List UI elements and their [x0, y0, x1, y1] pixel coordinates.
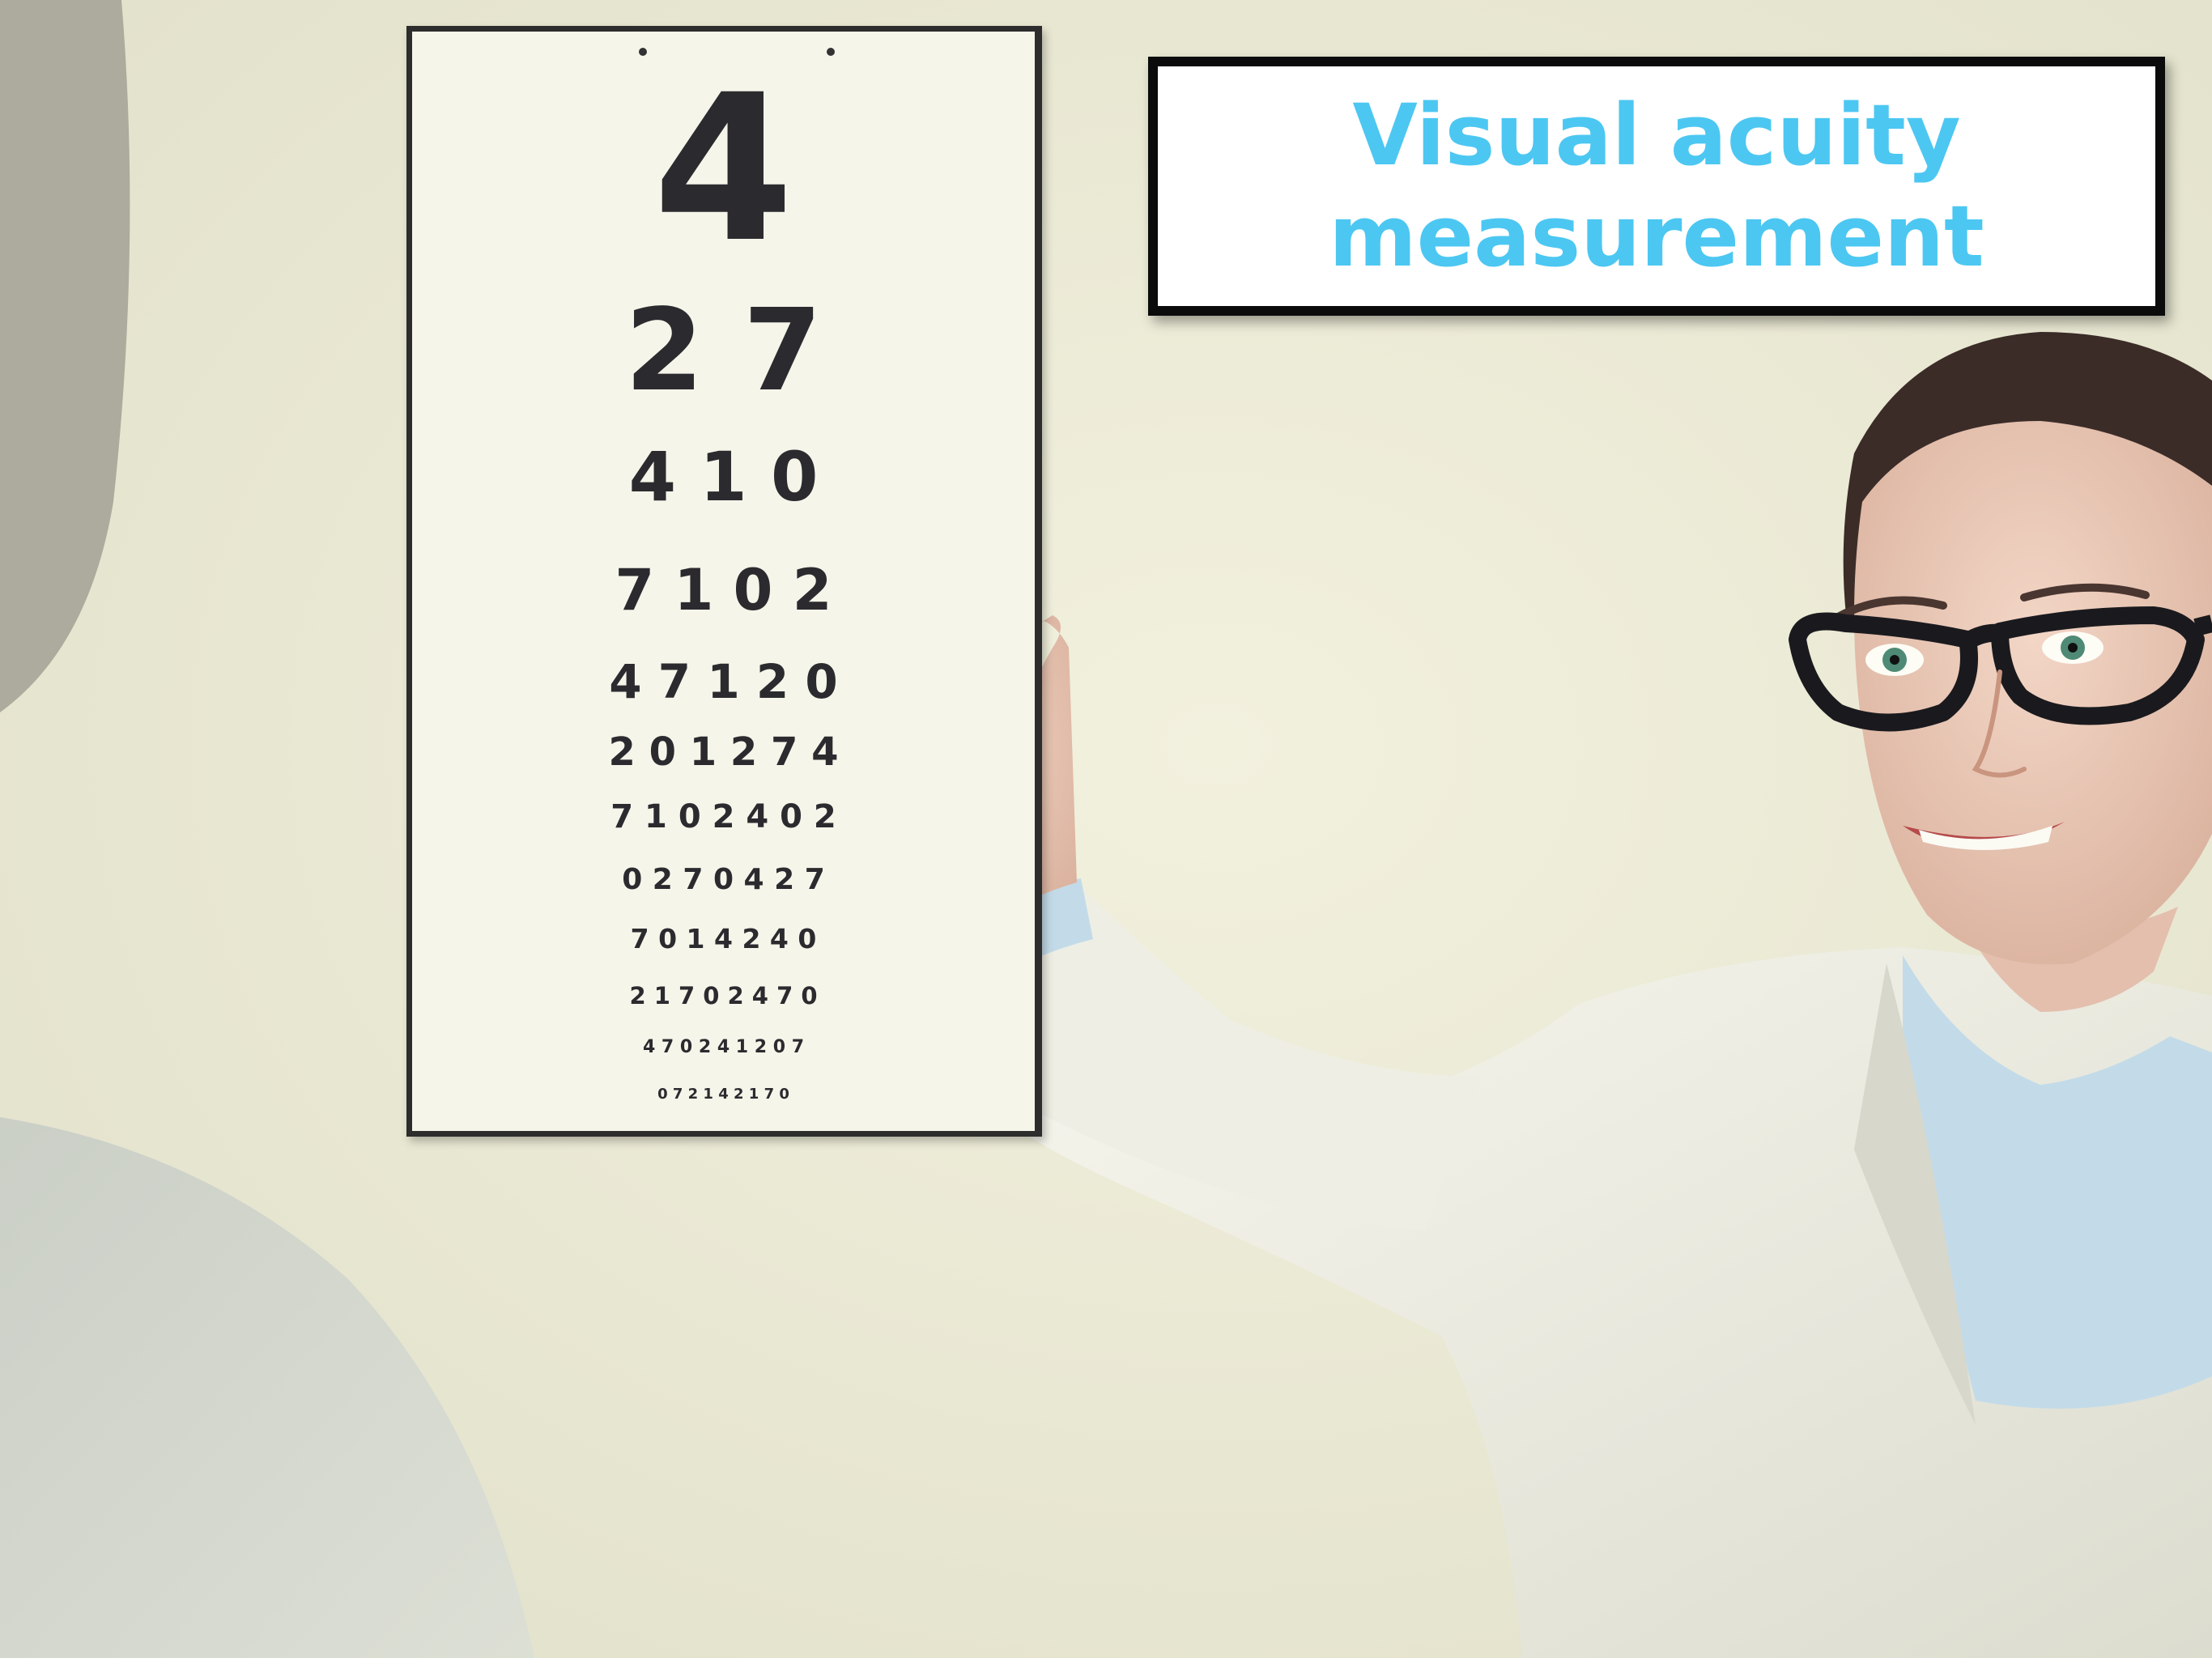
chart-row-6: 2 0 1 2 7 4 — [608, 729, 839, 775]
coat-sleeve — [951, 882, 1482, 1231]
title-line-2: measurement — [1329, 187, 1984, 286]
chart-row-5: 4 7 1 2 0 — [609, 654, 838, 709]
chart-row-12: 0 7 2 1 4 2 1 7 0 — [657, 1086, 789, 1103]
chart-row-9: 7 0 1 4 2 4 0 — [630, 923, 817, 954]
eye-chart: 4 2 7 4 1 0 7 1 0 2 4 7 1 2 0 2 0 1 2 7 … — [406, 26, 1042, 1137]
chart-row-1: 4 — [653, 51, 794, 287]
chart-row-3: 4 1 0 — [628, 437, 819, 517]
chart-row-2: 2 7 — [624, 285, 823, 417]
nose — [1972, 670, 2027, 778]
title-line-1: Visual acuity — [1352, 86, 1961, 185]
chart-row-7: 7 1 0 2 4 0 2 — [610, 798, 836, 835]
left-eyebrow — [1834, 596, 1947, 621]
right-eyebrow — [2020, 583, 2150, 602]
shirt — [1903, 955, 2212, 1409]
chart-row-4: 7 1 0 2 — [615, 557, 832, 623]
chart-row-10: 2 1 7 0 2 4 7 0 — [629, 982, 818, 1010]
glasses — [1789, 606, 2212, 732]
face — [1854, 421, 2212, 965]
title-box: Visual acuity measurement — [1148, 57, 2165, 316]
patient-silhouette — [0, 0, 534, 1658]
chart-pin-right — [827, 48, 835, 56]
chart-pin-left — [639, 48, 647, 56]
chart-row-8: 0 2 7 0 4 2 7 — [622, 863, 825, 896]
chart-row-11: 4 7 0 2 4 1 2 0 7 — [642, 1037, 805, 1057]
